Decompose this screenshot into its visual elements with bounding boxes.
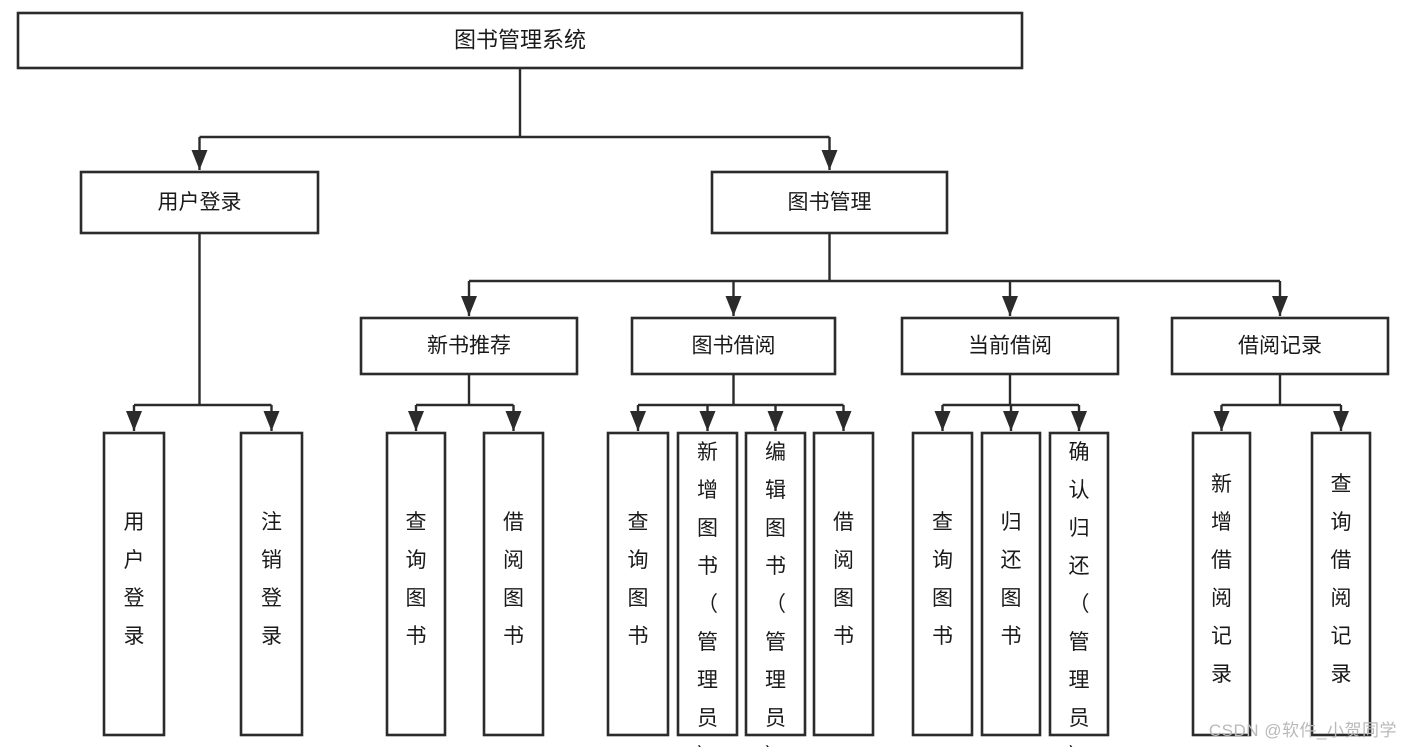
node-leaf-query-book-3[interactable]: 查询图书 <box>911 431 974 737</box>
node-leaf-borrow-book-2-label: 借阅图书 <box>833 511 854 648</box>
node-root[interactable]: 图书管理系统 <box>16 11 1024 70</box>
node-book-borrow-label: 图书借阅 <box>692 335 776 358</box>
connector-layer <box>126 68 1349 431</box>
arrow-head-icon <box>725 296 742 316</box>
node-layer: 图书管理系统用户登录图书管理新书推荐图书借阅当前借阅借阅记录用户登录注销登录查询… <box>16 11 1390 747</box>
node-leaf-query-book-2-box[interactable] <box>606 431 670 737</box>
arrow-head-icon <box>630 411 646 431</box>
node-book-manage-box[interactable] <box>710 170 949 235</box>
node-leaf-query-record-box[interactable] <box>1310 431 1372 737</box>
node-leaf-confirm-return-box[interactable] <box>1048 431 1110 737</box>
node-leaf-confirm-return-label: 确认归还（管理员） <box>1069 441 1090 747</box>
node-new-book-recommend-box[interactable] <box>359 316 579 376</box>
node-leaf-user-login-label: 用户登录 <box>124 511 145 648</box>
node-leaf-query-record-label: 查询借阅记录 <box>1331 473 1352 686</box>
node-current-borrow-label: 当前借阅 <box>968 335 1052 358</box>
node-leaf-query-book-3-box[interactable] <box>911 431 974 737</box>
node-leaf-borrow-book-1[interactable]: 借阅图书 <box>482 431 545 737</box>
node-leaf-user-login-box[interactable] <box>102 431 166 737</box>
node-user-login[interactable]: 用户登录 <box>79 170 320 235</box>
node-leaf-user-logout[interactable]: 注销登录 <box>239 431 304 737</box>
node-leaf-add-book[interactable]: 新增图书（管理员） <box>676 431 739 747</box>
node-new-book-recommend[interactable]: 新书推荐 <box>359 316 579 376</box>
node-current-borrow[interactable]: 当前借阅 <box>900 316 1120 376</box>
node-new-book-recommend-label: 新书推荐 <box>427 335 511 358</box>
arrow-head-icon <box>263 411 280 431</box>
arrow-head-icon <box>126 411 142 431</box>
arrow-head-icon <box>408 411 424 431</box>
node-leaf-user-login[interactable]: 用户登录 <box>102 431 166 737</box>
node-book-borrow-box[interactable] <box>630 316 837 376</box>
node-current-borrow-box[interactable] <box>900 316 1120 376</box>
node-leaf-return-book[interactable]: 归还图书 <box>980 431 1042 737</box>
arrow-head-icon <box>1003 411 1019 431</box>
node-leaf-edit-book-box[interactable] <box>744 431 807 737</box>
arrow-head-icon <box>699 411 716 431</box>
arrow-head-icon <box>835 411 852 431</box>
arrow-head-icon <box>505 411 522 431</box>
node-leaf-borrow-book-1-label: 借阅图书 <box>503 511 524 648</box>
node-borrow-record[interactable]: 借阅记录 <box>1170 316 1390 376</box>
node-leaf-user-logout-label: 注销登录 <box>261 511 282 648</box>
node-leaf-borrow-book-2[interactable]: 借阅图书 <box>812 431 875 737</box>
node-leaf-add-record[interactable]: 新增借阅记录 <box>1191 431 1252 737</box>
node-book-manage-label: 图书管理 <box>788 191 872 214</box>
node-user-login-box[interactable] <box>79 170 320 235</box>
node-leaf-query-book-2[interactable]: 查询图书 <box>606 431 670 737</box>
node-leaf-user-logout-box[interactable] <box>239 431 304 737</box>
node-book-borrow[interactable]: 图书借阅 <box>630 316 837 376</box>
node-leaf-query-book-1-label: 查询图书 <box>406 511 427 648</box>
node-book-manage[interactable]: 图书管理 <box>710 170 949 235</box>
arrow-head-icon <box>191 150 208 170</box>
arrow-head-icon <box>461 296 477 316</box>
node-leaf-edit-book-label: 编辑图书（管理员） <box>765 441 786 747</box>
node-leaf-borrow-book-1-box[interactable] <box>482 431 545 737</box>
node-leaf-confirm-return[interactable]: 确认归还（管理员） <box>1048 431 1110 747</box>
node-leaf-query-book-3-label: 查询图书 <box>932 511 953 648</box>
node-root-label: 图书管理系统 <box>454 27 586 52</box>
node-user-login-label: 用户登录 <box>158 191 242 214</box>
node-leaf-query-record[interactable]: 查询借阅记录 <box>1310 431 1372 737</box>
arrow-head-icon <box>821 150 838 170</box>
node-borrow-record-box[interactable] <box>1170 316 1390 376</box>
node-root-box[interactable] <box>16 11 1024 70</box>
node-leaf-add-book-label: 新增图书（管理员） <box>697 441 718 747</box>
arrow-head-icon <box>767 411 784 431</box>
arrow-head-icon <box>1333 411 1349 431</box>
node-leaf-return-book-label: 归还图书 <box>1001 511 1022 648</box>
arrow-head-icon <box>1272 296 1288 316</box>
node-leaf-add-record-box[interactable] <box>1191 431 1252 737</box>
arrow-head-icon <box>1002 296 1018 316</box>
arrow-head-icon <box>934 411 951 431</box>
node-leaf-borrow-book-2-box[interactable] <box>812 431 875 737</box>
node-leaf-add-record-label: 新增借阅记录 <box>1211 473 1232 686</box>
node-leaf-return-book-box[interactable] <box>980 431 1042 737</box>
node-leaf-query-book-1[interactable]: 查询图书 <box>385 431 447 737</box>
node-borrow-record-label: 借阅记录 <box>1238 335 1322 358</box>
node-leaf-query-book-2-label: 查询图书 <box>628 511 649 648</box>
node-leaf-add-book-box[interactable] <box>676 431 739 737</box>
arrow-head-icon <box>1071 411 1087 431</box>
arrow-head-icon <box>1213 411 1230 431</box>
node-leaf-edit-book[interactable]: 编辑图书（管理员） <box>744 431 807 747</box>
node-leaf-query-book-1-box[interactable] <box>385 431 447 737</box>
